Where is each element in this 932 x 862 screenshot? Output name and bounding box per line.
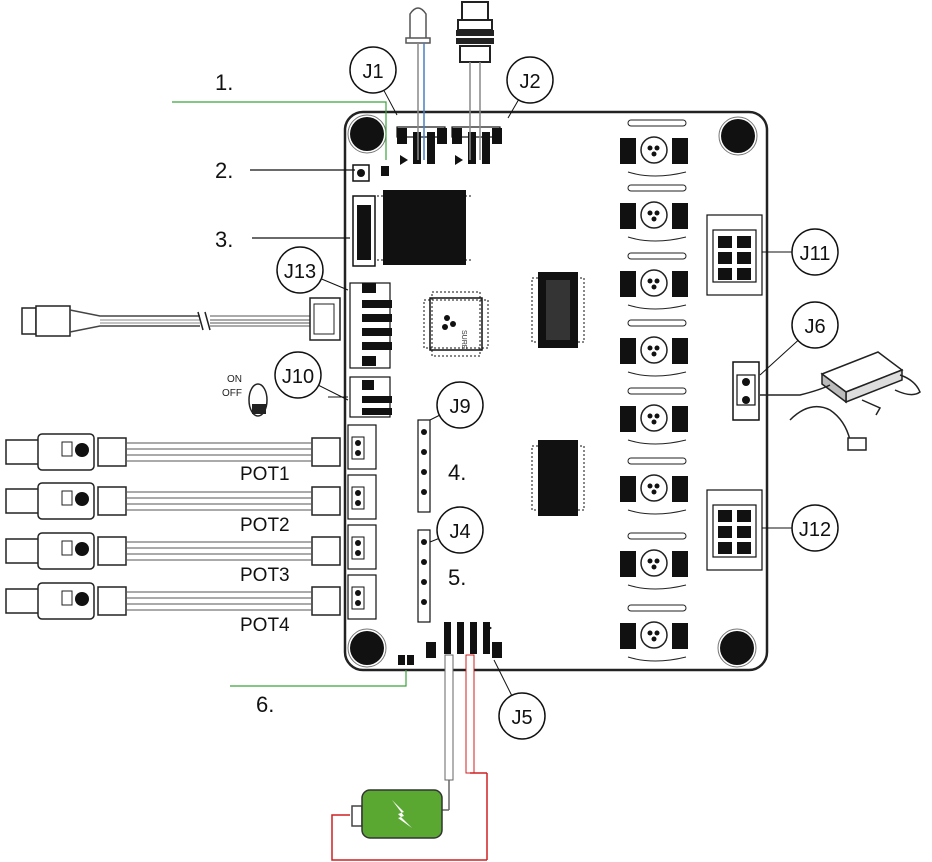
j6-connector <box>732 361 760 421</box>
j12-label-text: J12 <box>799 519 831 541</box>
pot-header-3 <box>347 524 377 570</box>
j1-label-text: J1 <box>362 61 383 83</box>
j9-header <box>417 419 431 513</box>
pot-header-1 <box>347 424 377 470</box>
j2-label: J2 <box>506 56 554 119</box>
battery-wires <box>331 654 488 861</box>
reset-button <box>352 164 370 182</box>
j9-label: J9 <box>429 381 484 429</box>
j5-label-text: J5 <box>511 707 532 729</box>
pot-label-1: POT1 <box>240 464 290 485</box>
j13-connector <box>349 282 392 369</box>
j13-cable <box>21 297 341 341</box>
j11-label: J11 <box>762 228 839 276</box>
motor-output-6 <box>620 457 688 515</box>
pot-label-3: POT3 <box>240 565 290 586</box>
motor-output-4 <box>620 319 688 377</box>
pot-assembly-4: POT4 <box>5 582 341 636</box>
motor-output-5 <box>620 387 688 445</box>
led-component <box>405 7 431 160</box>
j10-label: J10 <box>274 351 349 401</box>
j6-label-text: J6 <box>804 316 825 338</box>
pot-headers <box>347 424 377 620</box>
j4-label: J4 <box>429 506 484 554</box>
motor-output-8 <box>620 604 688 662</box>
motor-output-7 <box>620 532 688 590</box>
callout-number-4: 4. <box>448 460 466 485</box>
pot-assembly-1: POT1 <box>5 433 341 485</box>
j11-connector <box>706 214 763 296</box>
battery <box>351 789 443 839</box>
callout-line-6 <box>230 670 407 687</box>
j10-label-text: J10 <box>282 366 314 388</box>
callout-number-1: 1. <box>215 70 233 95</box>
motor-output-column <box>620 119 688 662</box>
pot-label-4: POT4 <box>240 615 290 636</box>
pot-header-2 <box>347 474 377 520</box>
j10-connector <box>349 376 392 418</box>
j12-connector <box>706 489 763 571</box>
j5-label: J5 <box>493 659 546 740</box>
pot-assembly-3: POT3 <box>5 532 341 586</box>
pot-assembly-2: POT2 <box>5 482 341 536</box>
pot-label-2: POT2 <box>240 515 290 536</box>
callout-number-5: 5. <box>448 565 466 590</box>
switch-off-label: OFF <box>222 388 242 399</box>
j5-connector <box>426 622 502 658</box>
driver-chip-bottom <box>531 440 585 516</box>
j9-label-text: J9 <box>449 396 470 418</box>
j12-label: J12 <box>762 504 839 552</box>
callout-line-1 <box>172 101 387 160</box>
j6-label: J6 <box>759 301 839 376</box>
motor-output-2 <box>620 184 688 242</box>
motor-output-3 <box>620 252 688 310</box>
main-chip <box>383 190 466 265</box>
pot-header-4 <box>347 574 377 620</box>
sure-chip-logo: SURE <box>460 330 467 350</box>
j1-label: J1 <box>349 46 398 116</box>
j13-label: J13 <box>276 246 349 294</box>
callout-number-6: 6. <box>256 692 274 717</box>
power-adapter <box>760 351 921 451</box>
j1-connector <box>396 126 447 165</box>
sure-chip <box>429 297 483 351</box>
motor-output-1 <box>620 119 688 177</box>
j2-connector <box>451 126 502 165</box>
callout-number-2: 2. <box>215 158 233 183</box>
j4-label-text: J4 <box>449 521 470 543</box>
switch-on-label: ON <box>227 374 242 385</box>
push-button-component <box>456 1 494 160</box>
j13-label-text: J13 <box>284 261 316 283</box>
j2-label-text: J2 <box>519 71 540 93</box>
power-switch: ON OFF <box>222 374 268 417</box>
j11-label-text: J11 <box>800 243 831 265</box>
callout-number-3: 3. <box>215 227 233 252</box>
j4-header <box>417 529 431 623</box>
driver-chip-top <box>531 272 585 348</box>
